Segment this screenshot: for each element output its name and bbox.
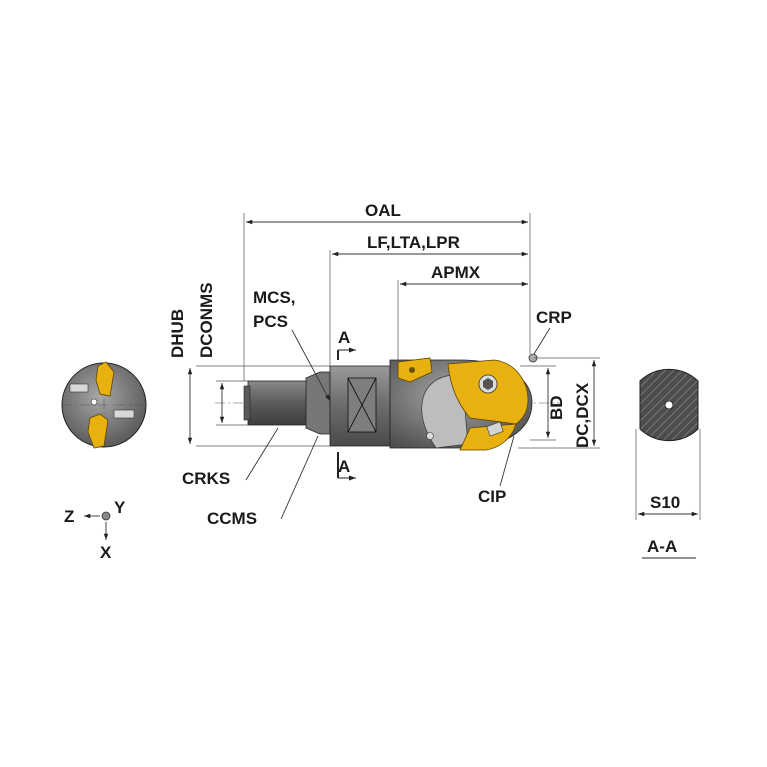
section-title: A-A xyxy=(647,537,677,556)
section-a-top-label: A xyxy=(338,328,350,347)
axis-z-label: Z xyxy=(64,507,74,526)
crp-label: CRP xyxy=(536,308,572,327)
section-view: S10 A-A xyxy=(635,368,701,559)
axis-origin-icon xyxy=(101,511,111,521)
end-view-insert-top xyxy=(95,361,115,397)
end-view-insert-bottom xyxy=(87,413,109,449)
mcs-label: MCS, xyxy=(253,288,296,307)
shank xyxy=(247,380,309,426)
crks-label: CRKS xyxy=(182,469,230,488)
axis-x-label: X xyxy=(100,543,112,562)
bd-label: BD xyxy=(547,395,566,420)
oal-label: OAL xyxy=(365,201,401,220)
pcs-label: PCS xyxy=(253,312,288,331)
dimensions: OAL LF,LTA,LPR APMX CRP DHUB DCONMS MCS,… xyxy=(168,201,600,528)
side-view xyxy=(215,353,560,451)
neck xyxy=(305,371,331,435)
end-view xyxy=(61,361,147,449)
lf-label: LF,LTA,LPR xyxy=(367,233,460,252)
axis-y-label: Y xyxy=(114,498,126,517)
dconms-label: DCONMS xyxy=(197,282,216,358)
dhub-label: DHUB xyxy=(168,309,187,358)
s10-label: S10 xyxy=(650,493,680,512)
apmx-label: APMX xyxy=(431,263,481,282)
cip-label: CIP xyxy=(478,487,506,506)
dc-label: DC,DCX xyxy=(573,382,592,448)
axis-triad: Z Y X xyxy=(64,498,126,562)
section-a-bottom-label: A xyxy=(338,457,350,476)
ccms-label: CCMS xyxy=(207,509,257,528)
